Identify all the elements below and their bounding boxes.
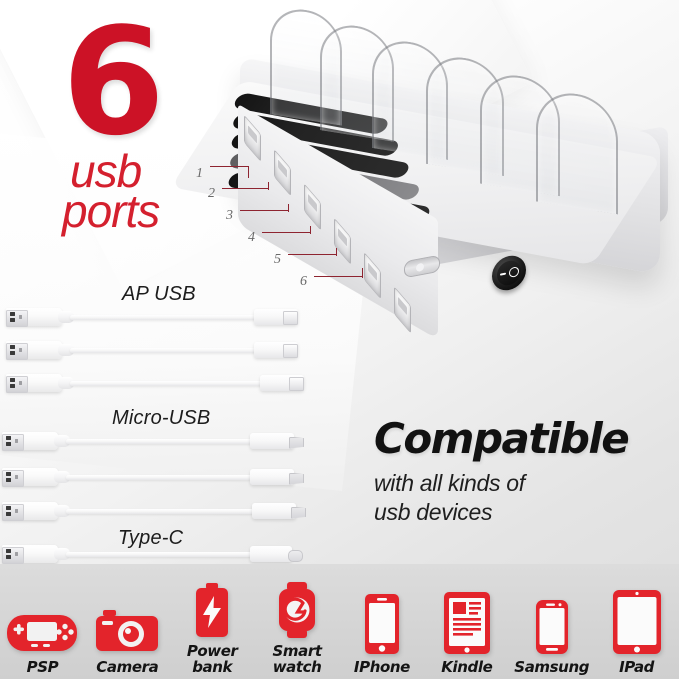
power-on-icon <box>499 272 506 276</box>
device-label: Kindle <box>441 657 493 676</box>
cable-strain-relief <box>58 344 74 356</box>
usb-a-connector-icon <box>6 308 62 327</box>
camera-icon <box>95 595 159 655</box>
device-item-iphone: IPhone <box>340 560 425 679</box>
power-switch[interactable] <box>492 252 526 294</box>
cable-group-label-type-c: Type-C <box>118 527 184 549</box>
device-item-psp: PSP <box>0 560 85 679</box>
compatible-subtext: with all kinds of usb devices <box>374 469 628 528</box>
cable-strain-relief <box>58 377 74 389</box>
micro-usb-connector-icon <box>252 503 296 519</box>
cable-strain-relief <box>54 435 70 447</box>
acrylic-divider <box>536 87 618 215</box>
cable-group-label-micro-usb: Micro-USB <box>112 407 211 429</box>
cable-strain-relief <box>58 311 74 323</box>
cable-micro-usb-3 <box>2 502 304 521</box>
device-label: PSP <box>26 657 59 676</box>
port-number-callouts: 1 2 3 4 5 6 <box>186 160 416 310</box>
cable-wire <box>66 474 252 480</box>
callout-leader-4 <box>310 226 312 234</box>
compatible-subtext-line2: usb devices <box>374 499 493 526</box>
cable-ap-usb-2 <box>6 341 302 360</box>
callout-number-3: 3 <box>226 208 233 223</box>
power-off-icon <box>508 266 519 279</box>
cable-wire <box>70 314 256 320</box>
callout-leader-5 <box>336 248 338 256</box>
port-count-number: 6 <box>62 0 165 168</box>
callout-leader-4 <box>262 232 310 234</box>
usb-a-connector-icon <box>2 545 58 564</box>
callout-leader-3 <box>288 204 290 212</box>
compatible-device-strip: PSP Camera <box>0 564 679 679</box>
callout-leader-2 <box>222 188 268 190</box>
kindle-icon <box>443 591 491 655</box>
smartwatch-icon <box>276 579 318 639</box>
compatible-subtext-line1: with all kinds of <box>374 470 525 496</box>
cable-strain-relief <box>54 548 70 560</box>
micro-usb-connector-icon <box>250 469 294 485</box>
cable-type-c-1 <box>2 545 303 564</box>
compatible-heading: Compatible <box>374 414 630 463</box>
samsung-phone-icon <box>535 595 569 655</box>
micro-usb-connector-icon <box>250 433 294 449</box>
cable-micro-usb-2 <box>2 468 302 487</box>
cable-wire <box>70 347 256 353</box>
callout-leader-1 <box>210 166 248 168</box>
device-label: Samsung <box>514 657 590 676</box>
power-switch-inner <box>497 258 521 288</box>
usb-a-connector-icon <box>2 432 58 451</box>
callout-number-2: 2 <box>208 186 215 201</box>
lightning-connector-icon <box>260 375 304 391</box>
device-item-camera: Camera <box>85 560 170 679</box>
lightning-connector-icon <box>254 342 298 358</box>
callout-leader-6 <box>362 268 364 278</box>
cable-wire <box>66 438 252 444</box>
lightning-connector-icon <box>254 309 298 325</box>
usb-a-connector-icon <box>6 341 62 360</box>
iphone-icon <box>364 593 400 655</box>
cable-strain-relief <box>54 505 70 517</box>
cable-ap-usb-1 <box>6 308 302 327</box>
headline-block: 6 usb ports <box>62 0 262 237</box>
device-item-kindle: Kindle <box>424 560 509 679</box>
headline-ports-word: ports <box>62 184 160 237</box>
usb-c-connector-icon <box>250 546 303 562</box>
callout-leader-6 <box>314 276 362 278</box>
device-item-samsung: Samsung <box>509 560 594 679</box>
callout-number-6: 6 <box>300 274 307 289</box>
callout-leader-2 <box>268 182 270 190</box>
cable-group-label-ap-usb: AP USB <box>122 283 196 305</box>
usb-a-connector-icon <box>6 374 62 393</box>
callout-leader-1 <box>248 166 250 178</box>
battery-bolt-icon <box>192 579 232 639</box>
callout-leader-3 <box>240 210 288 212</box>
device-item-ipad: IPad <box>594 560 679 679</box>
device-label: IPhone <box>353 657 410 676</box>
cable-wire <box>66 551 252 557</box>
callout-number-1: 1 <box>196 166 203 181</box>
callout-number-4: 4 <box>248 230 255 245</box>
cable-strain-relief <box>54 471 70 483</box>
callout-leader-5 <box>288 254 336 256</box>
gamepad-icon <box>5 595 79 655</box>
compatible-block: Compatible with all kinds of usb devices <box>374 414 630 528</box>
cable-ap-usb-3 <box>6 374 308 393</box>
cable-micro-usb-1 <box>2 432 302 451</box>
ipad-icon <box>612 589 662 655</box>
device-label: Camera <box>96 657 159 676</box>
cable-wire <box>66 508 254 514</box>
cable-wire <box>70 380 262 386</box>
usb-a-connector-icon <box>2 502 58 521</box>
usb-a-connector-icon <box>2 468 58 487</box>
headline-usb-word: usb <box>70 145 142 198</box>
callout-number-5: 5 <box>274 252 281 267</box>
device-label: IPad <box>619 657 654 676</box>
